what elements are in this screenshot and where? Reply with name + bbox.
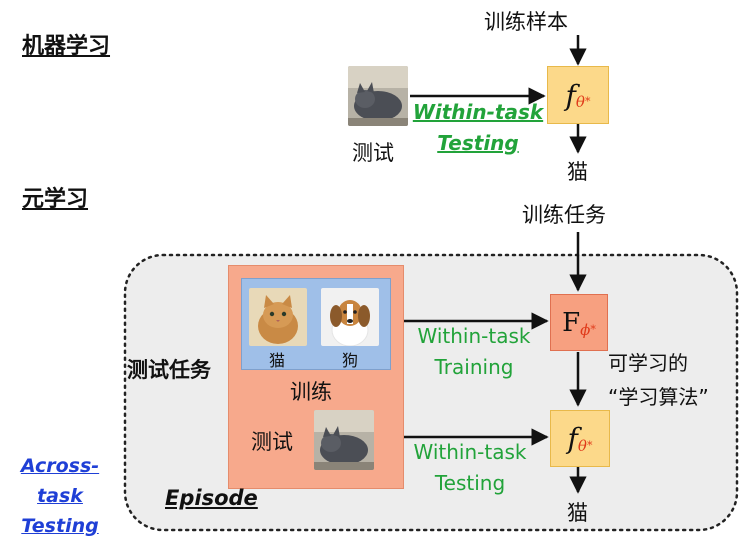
top-output-cat: 猫 bbox=[567, 160, 588, 184]
bottom-test-cat-image bbox=[314, 410, 374, 470]
bottom-output-cat: 猫 bbox=[567, 501, 588, 525]
bottom-test-label: 测试 bbox=[251, 430, 293, 454]
learnable-line2: “学习算法” bbox=[608, 385, 709, 409]
within-task-training: Within-task Training bbox=[404, 321, 544, 383]
test-task-label: 测试任务 bbox=[127, 358, 211, 382]
learnable-algorithm-label: 可学习的 “学习算法” bbox=[608, 346, 709, 414]
top-within-task-testing: Within-task Testing bbox=[412, 97, 544, 159]
train-dog-caption: 狗 bbox=[342, 351, 359, 370]
heading-machine-learning: 机器学习 bbox=[22, 34, 111, 59]
episode-label: Episode bbox=[165, 486, 258, 510]
within-task-training-line2: Training bbox=[434, 355, 514, 379]
learnable-line1: 可学习的 bbox=[608, 351, 688, 375]
bottom-model-symbol: f bbox=[567, 422, 578, 455]
top-model-param: θ* bbox=[575, 93, 591, 111]
meta-model-param: ϕ* bbox=[580, 320, 596, 339]
train-label: 训练 bbox=[290, 380, 332, 404]
meta-model-symbol: F bbox=[562, 307, 581, 338]
across-task-testing: Across-task Testing bbox=[0, 451, 120, 541]
top-model-symbol: f bbox=[565, 78, 576, 112]
train-tasks-label: 训练任务 bbox=[522, 203, 606, 227]
heading-meta-learning: 元学习 bbox=[22, 187, 89, 212]
train-samples-label: 训练样本 bbox=[484, 10, 568, 34]
bottom-model-param: θ* bbox=[577, 436, 593, 455]
across-task-testing-line2: Testing bbox=[21, 515, 99, 537]
within-task-training-line1: Within-task bbox=[417, 324, 531, 348]
within-task-testing: Within-task Testing bbox=[400, 437, 540, 499]
within-task-testing-line2: Testing bbox=[434, 471, 506, 495]
test-cat-image bbox=[348, 66, 408, 126]
within-task-testing-line1: Within-task bbox=[413, 440, 527, 464]
top-within-task-testing-line2: Testing bbox=[437, 131, 519, 155]
train-dog-image bbox=[321, 288, 379, 346]
across-task-testing-line1: Across-task bbox=[20, 455, 100, 507]
train-cat-caption: 猫 bbox=[269, 351, 286, 370]
top-within-task-testing-line1: Within-task bbox=[412, 100, 544, 124]
top-test-label: 测试 bbox=[352, 141, 394, 165]
train-cat-image bbox=[249, 288, 307, 346]
